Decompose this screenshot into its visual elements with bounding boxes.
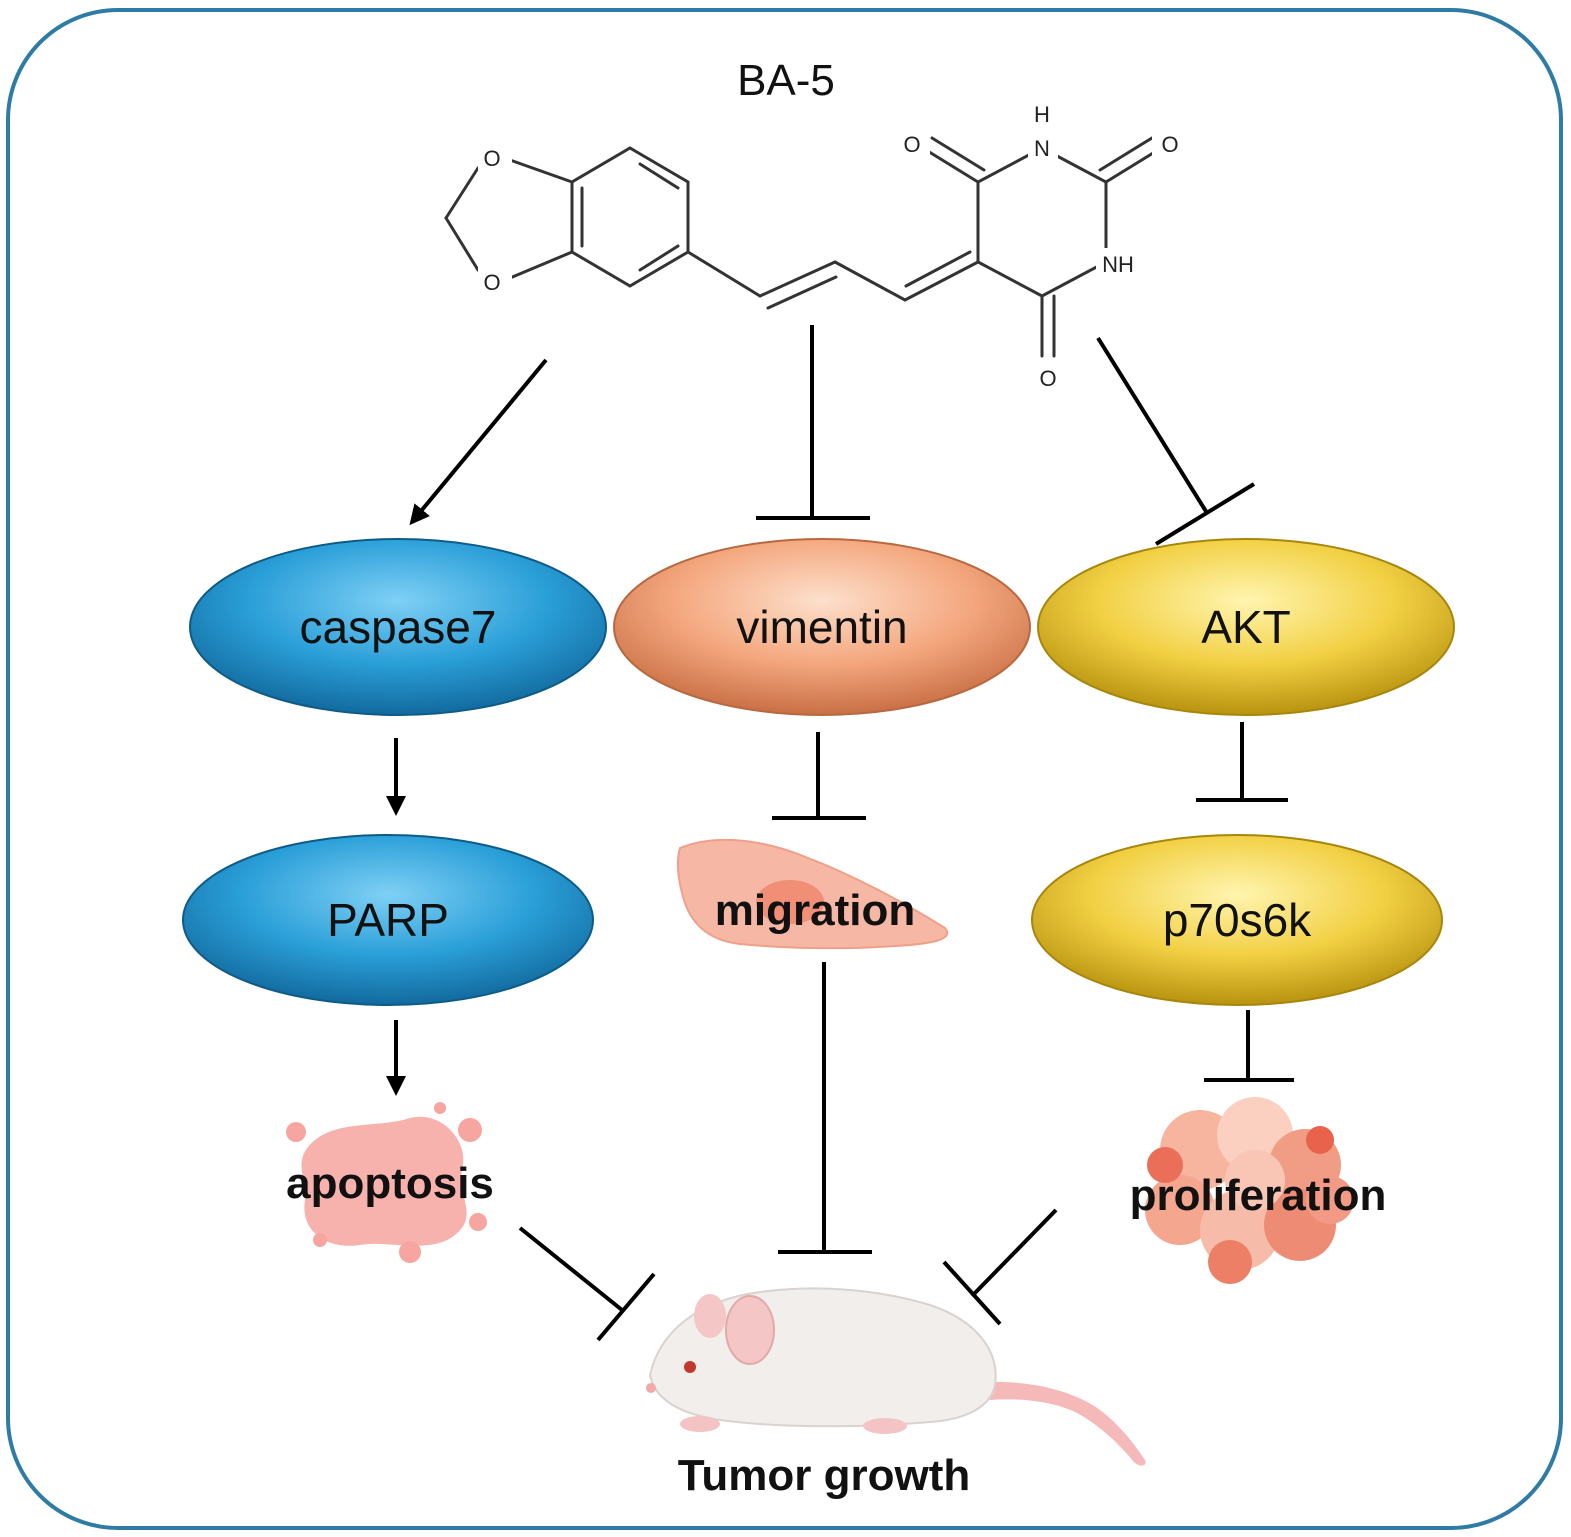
inhibition-ba5-akt [1096,336,1256,546]
caspase7-label: caspase7 [300,601,497,653]
parp-node [182,834,594,1006]
atom-nh-right: NH [1102,252,1134,277]
p70s6k-label: p70s6k [1163,894,1312,946]
atom-o-top: O [483,146,500,171]
inhibition-apoptosis-tumor [518,1226,656,1342]
tumor-growth-label: Tumor growth [678,1451,970,1500]
inhibition-akt-p70s6k [1196,722,1288,802]
atom-o-carbonyl-bottom: O [1039,366,1056,391]
proliferating-cells-icon [1145,1097,1354,1284]
migrating-cell-icon [676,838,949,950]
akt-label: AKT [1201,601,1290,653]
inhibition-migration-tumor [778,962,872,1254]
atom-o-bottom: O [483,270,500,295]
inhibition-p70s6k-proliferation [1204,1010,1294,1082]
atom-h-top: H [1034,102,1050,127]
inhibition-vimentin-migration [772,732,866,820]
apoptosis-label: apoptosis [286,1159,494,1208]
inhibition-proliferation-tumor [942,1208,1058,1326]
inhibition-ba5-vimentin [756,325,870,520]
ba5-molecule-structure [444,136,1160,358]
atom-o-carbonyl-right: O [1161,132,1178,157]
migration-label: migration [715,886,915,935]
akt-node [1037,538,1455,716]
p70s6k-node [1031,834,1443,1006]
proliferation-label: proliferation [1130,1171,1387,1220]
vimentin-label: vimentin [736,601,907,653]
caspase7-node [189,538,607,716]
apoptotic-cell-icon [286,1102,487,1263]
mouse-icon [646,1287,1146,1466]
parp-label: PARP [327,894,449,946]
compound-title: BA-5 [737,56,835,105]
vimentin-node [613,538,1031,716]
atom-n-top: N [1034,136,1050,161]
activation-arrow-ba5-caspase7 [409,358,548,526]
atom-o-carbonyl-left: O [903,132,920,157]
